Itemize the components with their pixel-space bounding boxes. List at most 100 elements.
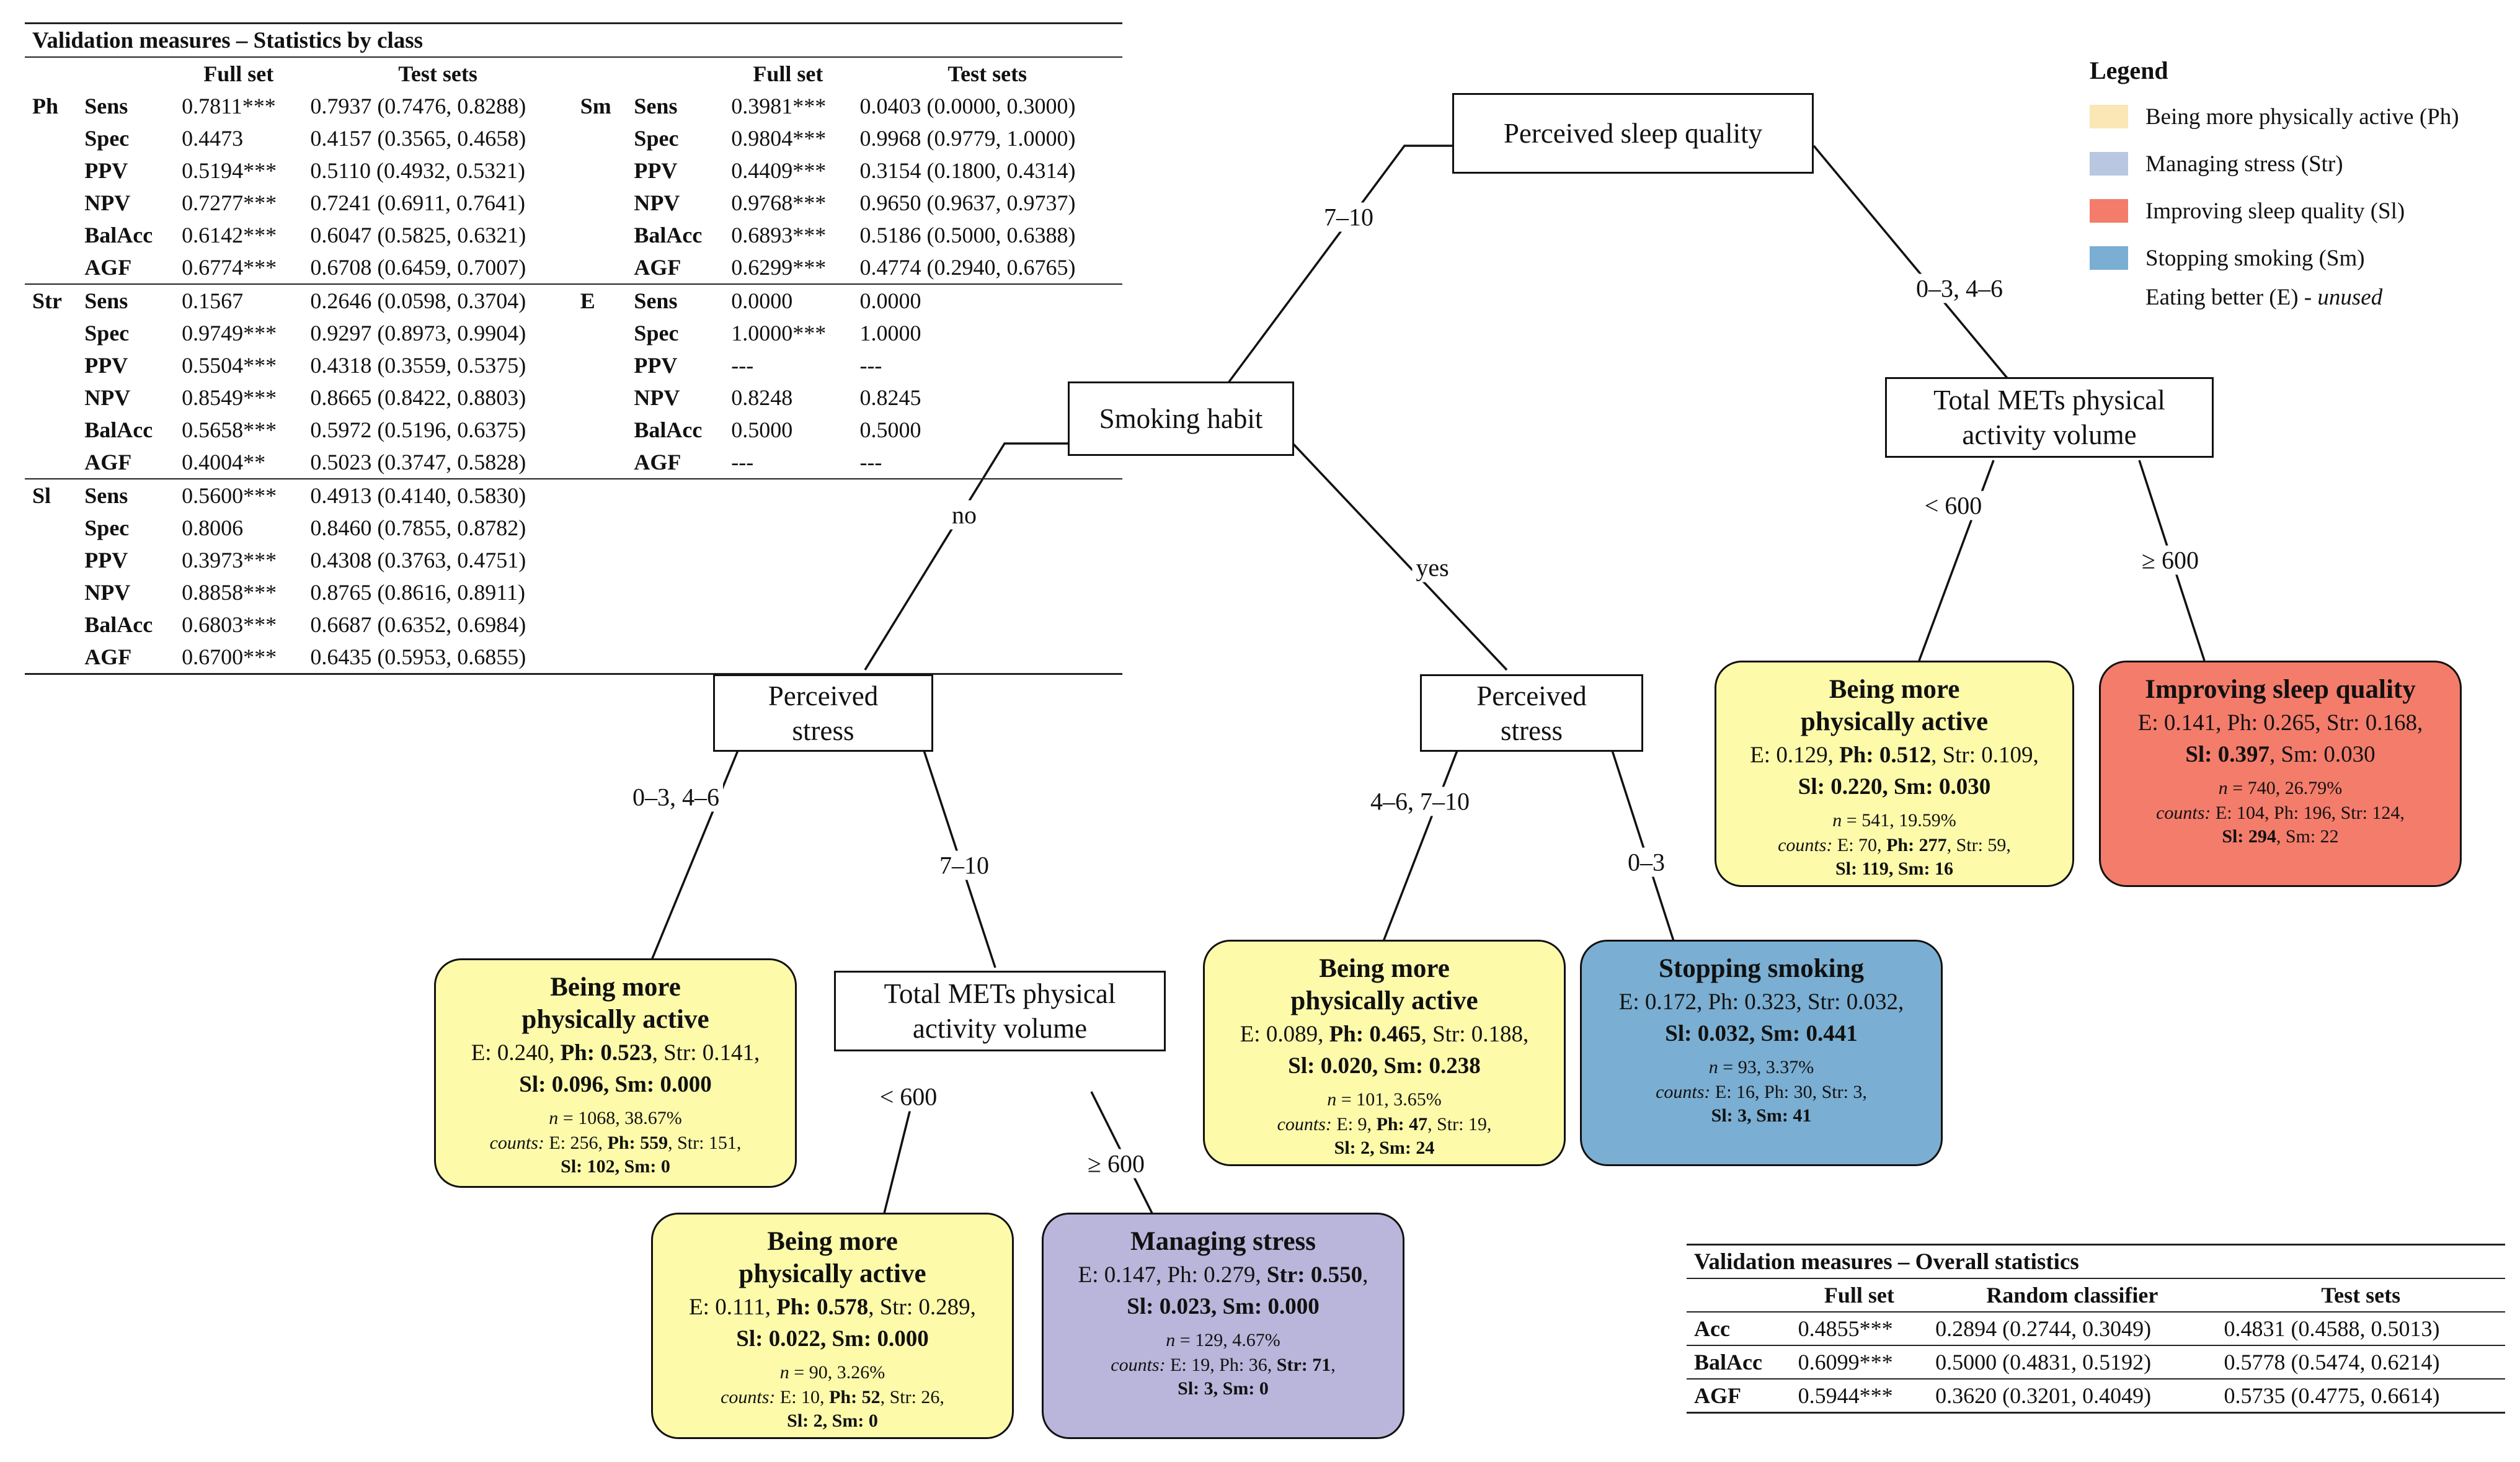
class-label-sm: Sm [580, 94, 611, 118]
metric-str-sens: Sens [84, 288, 128, 313]
value-full-sl-balacc: 0.6803*** [182, 612, 277, 637]
leaf-title: Improving sleep quality [2145, 675, 2416, 704]
metric-str-ppv: PPV [84, 353, 128, 378]
overall-table-title: Validation measures – Overall statistics [1694, 1249, 2079, 1275]
leaf-counts-2: Sl: 294, Sm: 22 [2222, 826, 2339, 847]
metric-sm-ppv: PPV [634, 158, 678, 183]
class-table-title: Validation measures – Statistics by clas… [32, 27, 424, 53]
leaf-title: Being more physically active [739, 1227, 926, 1288]
class-label-e [573, 414, 627, 446]
class-label-ph [25, 187, 77, 219]
leaf-n: n = 740, 26.79% [2218, 778, 2343, 798]
overall-header-test: Test sets [2321, 1283, 2401, 1308]
value-test-str-balacc: 0.5972 (0.5196, 0.6375) [310, 417, 526, 442]
legend-swatch [2090, 199, 2128, 223]
leaf-proportions-2: Sl: 0.220, Sm: 0.030 [1798, 774, 1991, 800]
metric-e-agf: AGF [634, 450, 681, 475]
metric-e-ppv: PPV [634, 353, 678, 378]
leaf-n: n = 93, 3.37% [1708, 1057, 1814, 1077]
overall-agf-col3: 0.5735 (0.4775, 0.6614) [2224, 1383, 2440, 1408]
metric-sm-sens: Sens [634, 94, 678, 118]
leaf-counts-1: counts: E: 70, Ph: 277, Str: 59, [1778, 835, 2011, 855]
edge-root-left [1223, 145, 1452, 389]
leaf-proportions-2: Sl: 0.022, Sm: 0.000 [736, 1326, 929, 1352]
value-test-ph-agf: 0.6708 (0.6459, 0.7007) [310, 255, 526, 280]
leaf-proportions-2: Sl: 0.032, Sm: 0.441 [1665, 1021, 1858, 1046]
node-smoking-habit: Smoking habit [1068, 381, 1294, 456]
value-test-str-npv: 0.8665 (0.8422, 0.8803) [310, 385, 526, 410]
legend-label: Stopping smoking (Sm) [2145, 245, 2365, 271]
value-test-sm-sens: 0.0403 (0.0000, 0.3000) [859, 94, 1076, 118]
value-test-e-sens: 0.0000 [859, 288, 921, 313]
metric-sl-agf: AGF [84, 644, 132, 669]
class-label-e [573, 317, 627, 349]
metric-sm-npv: NPV [634, 190, 680, 215]
value-full-str-npv: 0.8549*** [182, 385, 277, 410]
class-label-ph: Ph [32, 94, 59, 118]
metric-sm-spec: Spec [634, 126, 679, 151]
edge-smoking-yes [1292, 442, 1508, 671]
value-full-sm-agf: 0.6299*** [731, 255, 827, 280]
leaf-n: n = 541, 19.59% [1832, 810, 1956, 831]
value-full-sm-sens: 0.3981*** [731, 94, 827, 118]
metric-e-sens: Sens [634, 288, 678, 313]
empty [573, 608, 627, 641]
overall-header-full: Full set [1824, 1283, 1894, 1308]
value-full-sl-sens: 0.5600*** [182, 483, 277, 508]
leaf-proportions-2: Sl: 0.020, Sm: 0.238 [1288, 1053, 1481, 1079]
leaf-proportions-1: E: 0.172, Ph: 0.323, Str: 0.032, [1618, 989, 1904, 1015]
legend-swatch [2090, 105, 2128, 128]
legend-item-0: Being more physically active (Ph) [2090, 93, 2511, 140]
edge-label-root-right: 0–3, 4–6 [1912, 274, 2007, 303]
legend-unused-note: unused [2317, 284, 2383, 310]
empty [852, 641, 1122, 674]
empty [852, 576, 1122, 608]
edge-label-metsL-low: < 600 [876, 1082, 941, 1112]
metric-ph-balacc: BalAcc [84, 223, 153, 247]
value-full-str-sens: 0.1567 [182, 288, 244, 313]
class-label-sm [573, 187, 627, 219]
value-test-e-ppv: --- [859, 353, 882, 378]
overall-statistics-table: Validation measures – Overall statistics… [1687, 1244, 2505, 1414]
leaf-proportions-1: E: 0.147, Ph: 0.279, Str: 0.550, [1078, 1262, 1369, 1288]
class-label-sm [573, 251, 627, 284]
value-test-sl-sens: 0.4913 (0.4140, 0.5830) [310, 483, 526, 508]
class-label-sm [573, 154, 627, 187]
class-label-sm [573, 122, 627, 154]
node-total-mets-right: Total METs physical activity volume [1885, 377, 2214, 458]
empty [852, 544, 1122, 576]
edge-label-stressL-low: 0–3, 4–6 [629, 782, 723, 812]
value-full-sl-agf: 0.6700*** [182, 644, 277, 669]
class-table-header-full: Full set [203, 61, 274, 86]
leaf-counts-1: counts: E: 16, Ph: 30, Str: 3, [1656, 1082, 1867, 1102]
overall-acc-col3: 0.4831 (0.4588, 0.5013) [2224, 1316, 2440, 1341]
empty [724, 641, 852, 674]
edge-label-stressL-high: 7–10 [936, 850, 993, 880]
value-test-str-ppv: 0.4318 (0.3559, 0.5375) [310, 353, 526, 378]
empty [852, 512, 1122, 544]
value-test-e-agf: --- [859, 450, 882, 475]
value-test-sm-agf: 0.4774 (0.2940, 0.6765) [859, 255, 1076, 280]
value-test-sl-spec: 0.8460 (0.7855, 0.8782) [310, 515, 526, 540]
metric-e-balacc: BalAcc [634, 417, 703, 442]
class-statistics-table: Validation measures – Statistics by clas… [25, 22, 1122, 675]
node-perceived-sleep-quality: Perceived sleep quality [1452, 93, 1814, 174]
empty [724, 479, 852, 512]
value-full-str-agf: 0.4004** [182, 450, 266, 475]
value-test-ph-sens: 0.7937 (0.7476, 0.8288) [310, 94, 526, 118]
leaf-proportions-1: E: 0.129, Ph: 0.512, Str: 0.109, [1750, 742, 2039, 768]
overall-balacc-col3: 0.5778 (0.5474, 0.6214) [2224, 1350, 2440, 1375]
edge-label-metsL-high: ≥ 600 [1084, 1149, 1148, 1179]
value-full-sm-ppv: 0.4409*** [731, 158, 827, 183]
class-label-ph [25, 154, 77, 187]
value-test-ph-spec: 0.4157 (0.3565, 0.4658) [310, 126, 526, 151]
edge-smoking-no [864, 442, 1079, 671]
empty [626, 512, 724, 544]
leaf-proportions-2: Sl: 0.397, Sm: 0.030 [2185, 742, 2376, 767]
value-test-e-balacc: 0.5000 [859, 417, 921, 442]
edge-label-stressR-low: 4–6, 7–10 [1367, 787, 1473, 816]
value-full-ph-agf: 0.6774*** [182, 255, 277, 280]
class-label-sl [25, 512, 77, 544]
